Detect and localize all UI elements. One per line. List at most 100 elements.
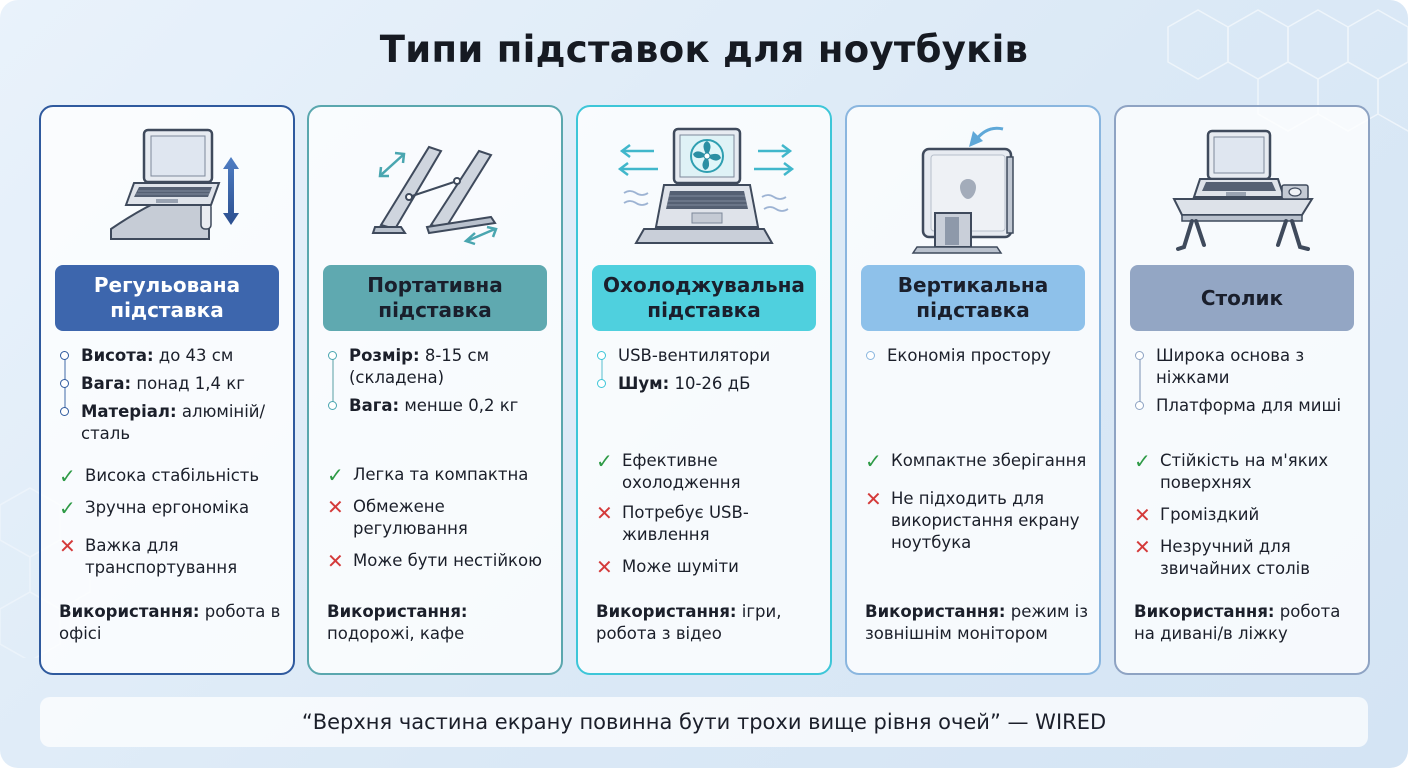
check-icon: ✓	[59, 496, 76, 520]
spec-label: Вага:	[81, 374, 132, 393]
card-lap-desk: Столик Широка основа з ніжками Платформа…	[1114, 105, 1370, 675]
spec-item: Розмір: 8-15 см (складена)	[327, 345, 552, 389]
bullet-circle-icon	[597, 351, 606, 360]
con-text: Громіздкий	[1160, 505, 1260, 524]
pro-item: ✓ Стійкість на м'яких поверхнях	[1134, 450, 1359, 494]
pro-text: Ефективне охолодження	[622, 451, 741, 492]
vertical-laptop-dock-icon	[911, 126, 1014, 254]
con-text: Обмежене регулювання	[353, 497, 468, 538]
usage-text: Використання: подорожі, кафе	[327, 601, 552, 645]
usage-label: Використання:	[1134, 602, 1275, 621]
pros-cons-list: ✓ Легка та компактна ✕ Обмежене регулюванн…	[327, 464, 552, 572]
spec-connector-line	[601, 359, 603, 383]
bullet-circle-icon	[328, 351, 337, 360]
spec-item: Платформа для миші	[1134, 395, 1359, 417]
cross-icon: ✕	[596, 501, 613, 525]
spec-value: Широка основа з ніжками	[1156, 346, 1305, 387]
cross-icon: ✕	[865, 487, 882, 511]
pros-cons-list: ✓ Ефективне охолодження ✕ Потребує USB-жив…	[596, 450, 821, 578]
con-item: ✕ Незручний для звичайних столів	[1134, 536, 1359, 580]
cross-icon: ✕	[596, 555, 613, 579]
card-title-badge: Охолоджувальна підставка	[592, 265, 816, 331]
spec-item: Висота: до 43 см	[59, 345, 284, 367]
spec-label: Шум:	[618, 374, 670, 393]
usage-label: Використання:	[327, 602, 468, 621]
adjustable-laptop-stand-icon	[110, 128, 239, 240]
pros-cons-list: ✓Висока стабільність ✓Зручна ергономіка …	[59, 465, 284, 579]
card-title-badge: Вертикальна підставка	[861, 265, 1085, 331]
card-specs: Широка основа з ніжками Платформа для ми…	[1134, 345, 1359, 423]
con-text: Може бути нестійкою	[353, 551, 542, 570]
usage-value: режим із зовнішнім монітором	[865, 602, 1089, 643]
pro-text: Висока стабільність	[85, 466, 260, 485]
usage-label: Використання:	[596, 602, 737, 621]
pros-cons-list: ✓ Стійкість на м'яких поверхнях ✕ Громіздк…	[1134, 450, 1359, 580]
card-specs: USB-вентилятори Шум: 10-26 дБ	[596, 345, 821, 401]
laptop-lap-desk-icon	[1172, 129, 1314, 251]
spec-label: Висота:	[81, 346, 154, 365]
usage-text: Використання: робота на дивані/в ліжку	[1134, 601, 1359, 645]
bullet-circle-icon	[1135, 401, 1144, 410]
check-icon: ✓	[596, 449, 613, 473]
spec-label: Розмір:	[349, 346, 420, 365]
pro-item: ✓ Легка та компактна	[327, 464, 552, 486]
con-text: Незручний для звичайних столів	[1160, 537, 1310, 578]
cross-icon: ✕	[1134, 535, 1151, 559]
spec-value: до 43 см	[153, 346, 234, 365]
spec-item: Вага: понад 1,4 кг	[59, 373, 284, 395]
con-text: Не підходить для використання екрану ноу…	[891, 489, 1080, 552]
usage-text: Використання: робота в офісі	[59, 601, 284, 645]
spec-item: Економія простору	[865, 345, 1090, 367]
cooling-fan-stand-icon	[617, 127, 795, 244]
card-cooling-stand: Охолоджувальна підставка USB-вентилятори…	[576, 105, 832, 675]
cross-icon: ✕	[327, 495, 344, 519]
card-portable-stand: Портативна підставка Розмір: 8-15 см (ск…	[307, 105, 563, 675]
spec-value: менше 0,2 кг	[399, 396, 519, 415]
quote-banner: “Верхня частина екрану повинна бути трох…	[40, 697, 1368, 747]
check-icon: ✓	[1134, 449, 1151, 473]
con-item: ✕ Не підходить для використання екрану но…	[865, 488, 1090, 554]
card-specs: Висота: до 43 см Вага: понад 1,4 кг Мате…	[59, 345, 284, 451]
pro-text: Стійкість на м'яких поверхнях	[1160, 451, 1329, 492]
pro-text: Зручна ергономіка	[85, 498, 250, 517]
portable-folding-stand-icon	[371, 145, 498, 246]
con-item: ✕ Потребує USB-живлення	[596, 502, 821, 546]
con-item: ✕Може шуміти	[596, 556, 821, 578]
spec-value: Економія простору	[887, 346, 1051, 365]
card-title-badge: Регульована підставка	[55, 265, 279, 331]
bullet-circle-icon	[597, 379, 606, 388]
spec-value: понад 1,4 кг	[131, 374, 245, 393]
cross-icon: ✕	[327, 549, 344, 573]
spec-item: Шум: 10-26 дБ	[596, 373, 821, 395]
spec-connector-line	[332, 359, 334, 409]
pro-text: Компактне зберігання	[891, 451, 1087, 470]
pro-text: Легка та компактна	[353, 465, 529, 484]
usage-text: Використання: ігри, робота з відео	[596, 601, 821, 645]
usage-value: подорожі, кафе	[327, 624, 465, 643]
check-icon: ✓	[865, 449, 882, 473]
bullet-circle-icon	[1135, 351, 1144, 360]
check-icon: ✓	[59, 464, 76, 488]
spec-value: 8-15 см (складена)	[349, 346, 490, 387]
bullet-circle-icon	[60, 407, 69, 416]
check-icon: ✓	[327, 463, 344, 487]
usage-value: робота на дивані/в ліжку	[1134, 602, 1341, 643]
usage-text: Використання: режим із зовнішнім монітор…	[865, 601, 1090, 645]
con-item: ✕ Громіздкий	[1134, 504, 1359, 526]
card-specs: Економія простору	[865, 345, 1090, 373]
bullet-circle-icon	[60, 379, 69, 388]
con-item: ✕Важка для транспортування	[59, 535, 284, 579]
pro-item: ✓ Висока стабільність	[59, 465, 284, 487]
spec-value: Платформа для миші	[1156, 396, 1342, 415]
spec-item: Вага: менше 0,2 кг	[327, 395, 552, 417]
card-title-badge: Столик	[1130, 265, 1354, 331]
con-text: Потребує USB-живлення	[622, 503, 749, 544]
bullet-circle-icon	[328, 401, 337, 410]
cross-icon: ✕	[1134, 503, 1151, 527]
con-text: Важка для транспортування	[85, 536, 238, 577]
usage-value: ігри, робота з відео	[596, 602, 782, 643]
spec-item: Широка основа з ніжками	[1134, 345, 1359, 389]
bullet-circle-icon	[60, 351, 69, 360]
spec-value: 10-26 дБ	[669, 374, 751, 393]
